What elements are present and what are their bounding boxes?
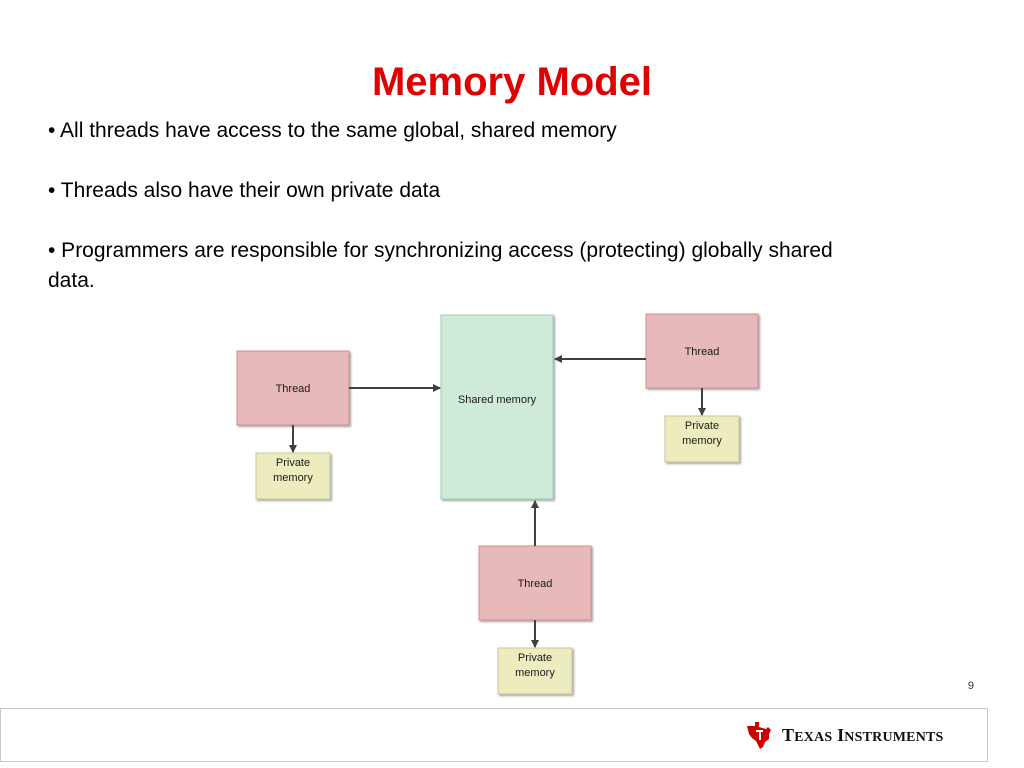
page-number: 9 bbox=[967, 680, 974, 692]
shared-memory-block: Shared memory bbox=[440, 314, 554, 500]
private-memory-box bbox=[497, 647, 573, 695]
brand-cap: T bbox=[782, 725, 795, 745]
shared-memory-box bbox=[440, 314, 554, 500]
private-memory-label: Private bbox=[685, 420, 719, 432]
brand-rest: NSTRUMENTS bbox=[844, 730, 944, 745]
shared-memory-label: Shared memory bbox=[458, 394, 537, 406]
footer-bar bbox=[0, 708, 988, 762]
thread-left: Thread Private memory bbox=[236, 350, 441, 500]
bullet-item: • Threads also have their own private da… bbox=[48, 179, 441, 202]
thread-bottom: Thread Private memory bbox=[478, 500, 592, 695]
bullet-item: • Programmers are responsible for synchr… bbox=[48, 239, 833, 292]
thread-label: Thread bbox=[518, 578, 553, 590]
texas-instruments-logo-icon bbox=[747, 722, 771, 749]
thread-label: Thread bbox=[276, 383, 311, 395]
brand-rest: EXAS bbox=[794, 730, 833, 745]
thread-box bbox=[478, 545, 592, 621]
slide-title: Memory Model bbox=[371, 60, 653, 104]
bullet-list: • All threads have access to the same gl… bbox=[48, 116, 868, 296]
private-memory-box bbox=[255, 452, 331, 500]
brand-cap: I bbox=[837, 725, 845, 745]
private-memory-label: memory bbox=[682, 435, 722, 447]
private-memory-label: Private bbox=[518, 652, 552, 664]
private-memory-label: memory bbox=[273, 472, 313, 484]
texas-instruments-wordmark: TEXAS INSTRUMENTS bbox=[782, 725, 944, 746]
thread-label: Thread bbox=[685, 346, 720, 358]
private-memory-label: Private bbox=[276, 457, 310, 469]
private-memory-label: memory bbox=[515, 667, 555, 679]
private-memory-box bbox=[664, 415, 740, 463]
bullet-item: • All threads have access to the same gl… bbox=[48, 119, 617, 142]
thread-right: Thread Private memory bbox=[554, 313, 759, 463]
